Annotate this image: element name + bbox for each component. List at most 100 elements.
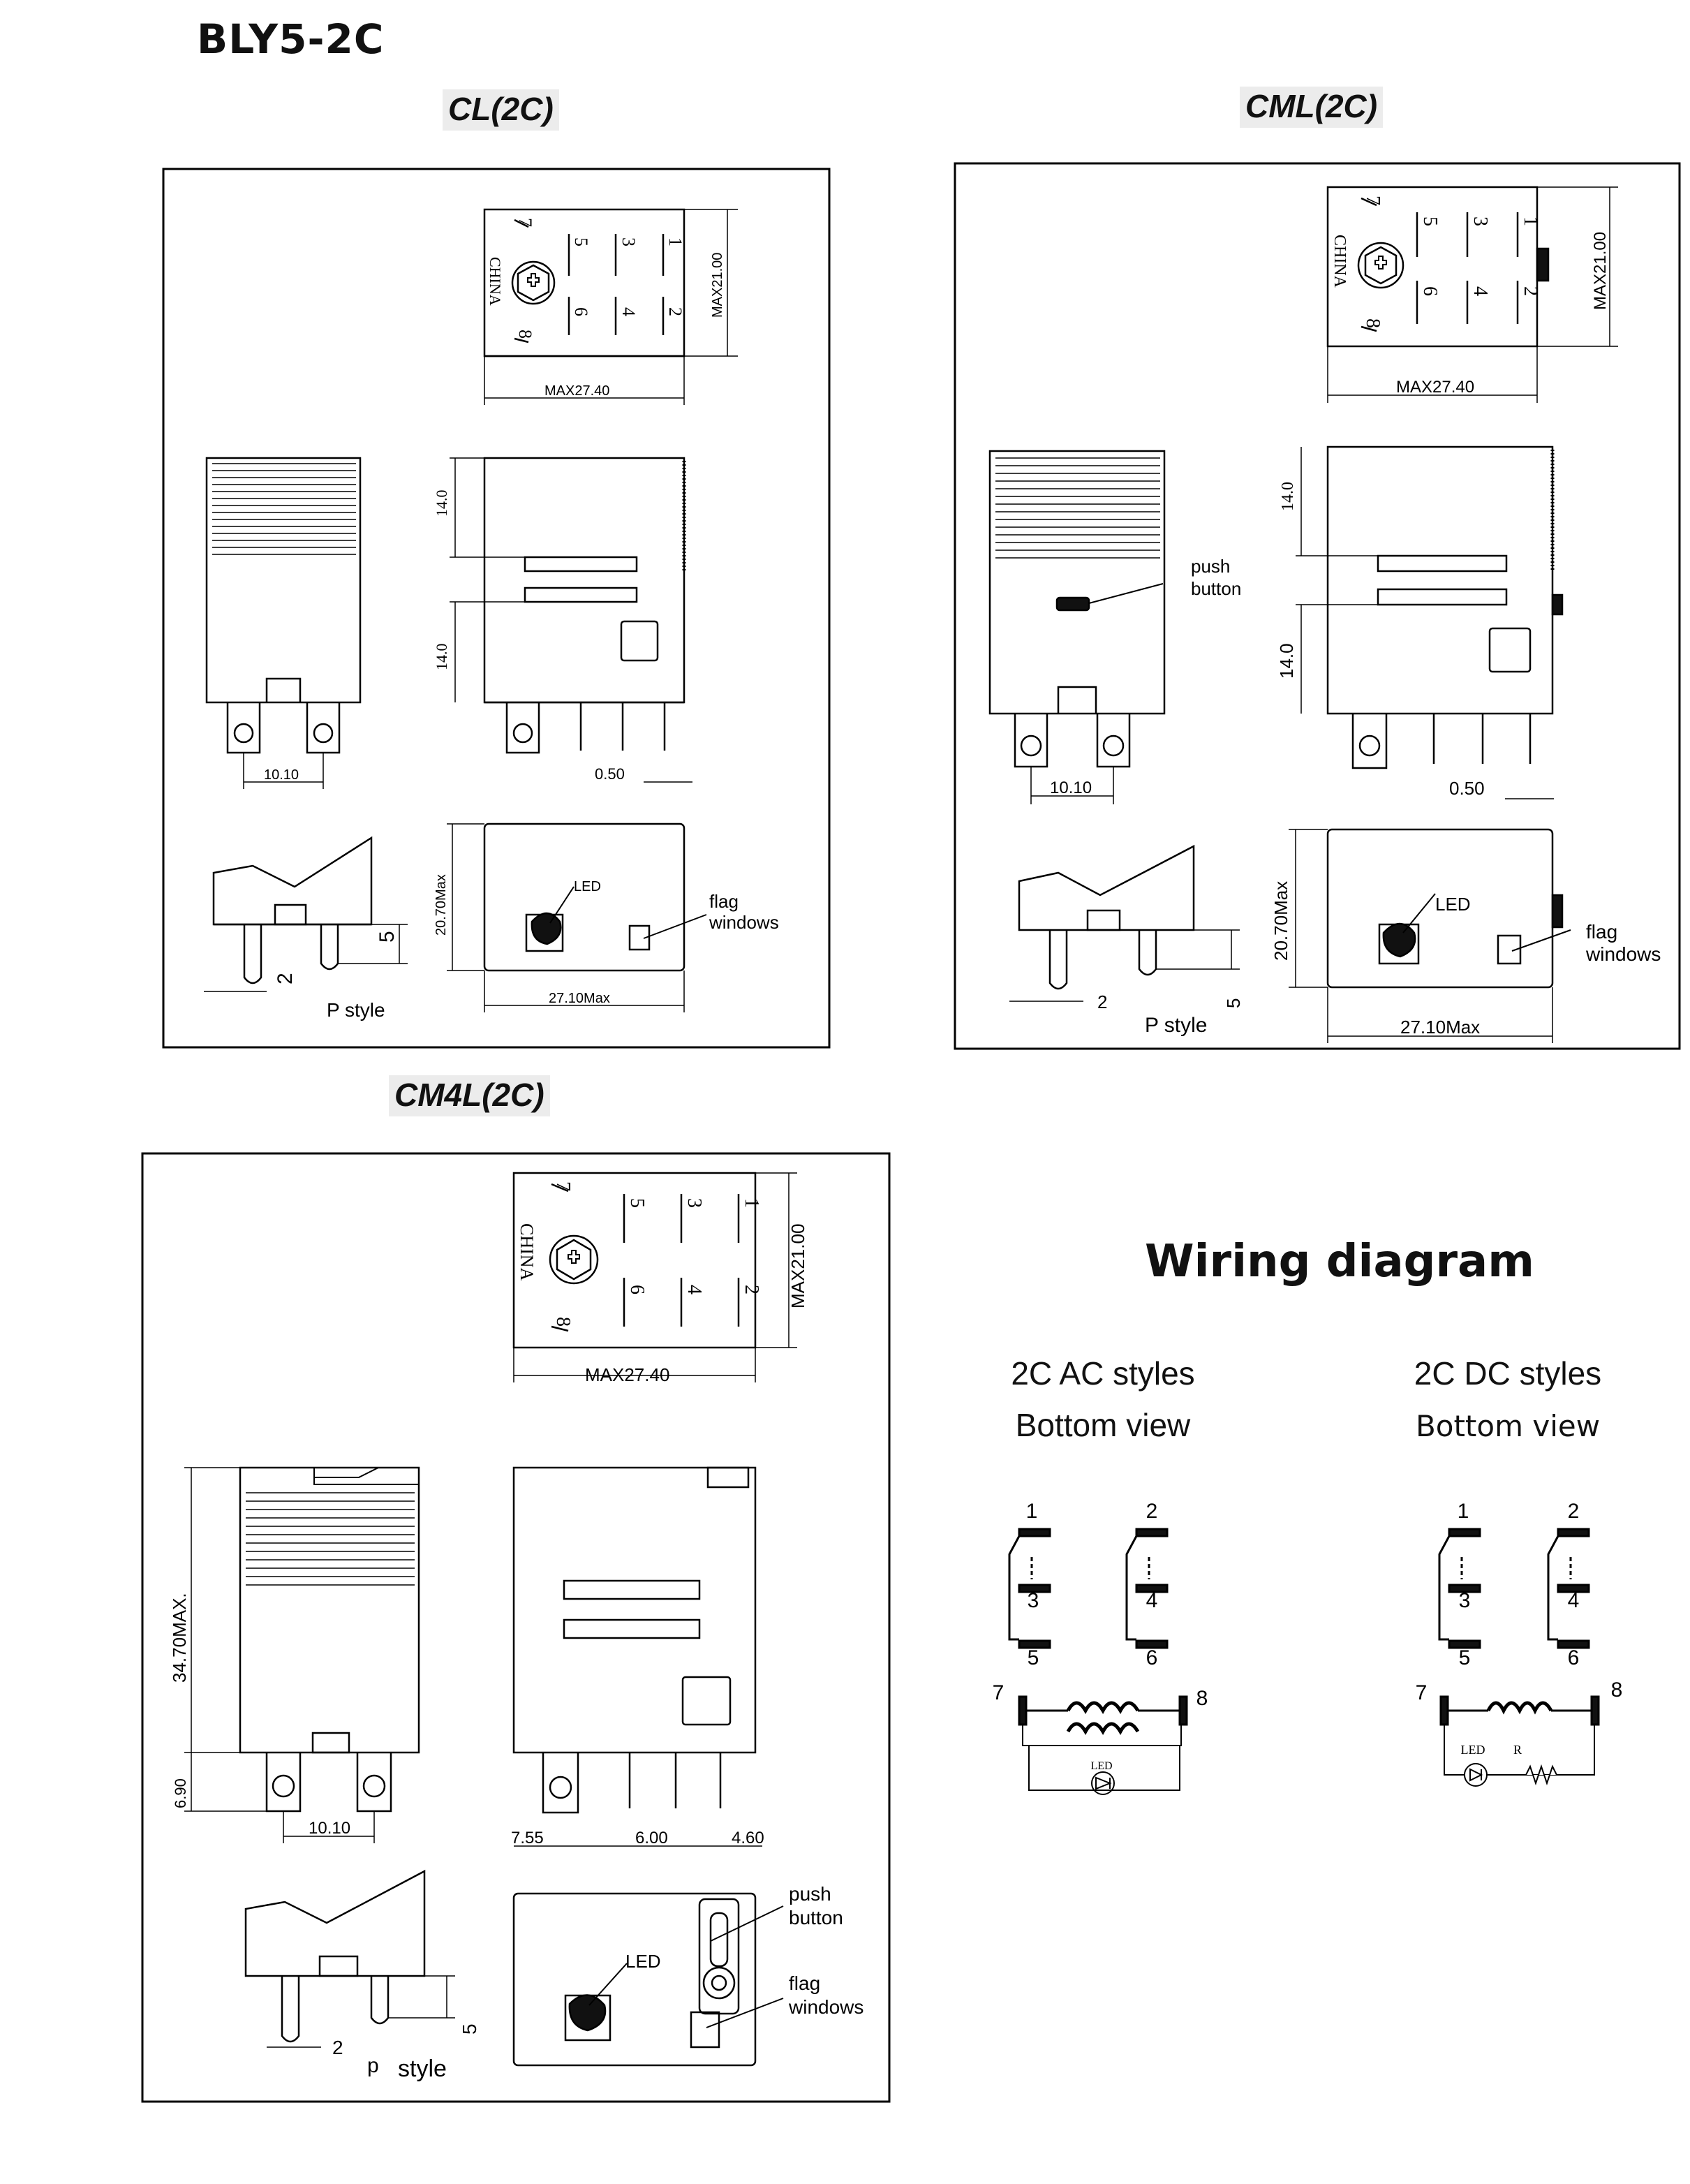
cml-pin-7: 7 xyxy=(1362,195,1384,205)
cml-pin-thickness: 0.50 xyxy=(1449,778,1485,799)
cl-style-label: P style xyxy=(327,999,385,1021)
cml-p-style-view xyxy=(1009,844,1240,1002)
dc-pin-2: 2 xyxy=(1568,1500,1580,1523)
ac-label-line2: Bottom view xyxy=(1015,1407,1191,1443)
cm4l-pin-5: 5 xyxy=(626,1198,648,1208)
cml-led-label: LED xyxy=(1435,894,1471,915)
cml-top-height-dim: MAX21.00 xyxy=(1591,232,1610,310)
dc-led-label: LED xyxy=(1461,1743,1485,1757)
ac-pin-3: 3 xyxy=(1028,1589,1039,1612)
cl-top-view xyxy=(483,208,738,405)
cml-top-width-dim: MAX27.40 xyxy=(1396,378,1474,397)
cm4l-body-height: 34.70MAX. xyxy=(169,1593,190,1683)
cl-pin-2: 2 xyxy=(665,307,685,316)
cl-pin-8: 8 xyxy=(515,330,535,339)
cml-led-view xyxy=(1289,828,1571,1043)
cm4l-pin-4: 4 xyxy=(683,1285,705,1294)
cl-pin-thickness: 0.50 xyxy=(595,765,625,783)
cl-pin-4: 4 xyxy=(618,307,639,316)
cml-pin-4: 4 xyxy=(1469,286,1491,296)
cm4l-pin-8: 8 xyxy=(552,1317,574,1327)
cm4l-flag-label-1: flag xyxy=(789,1972,820,1994)
cm4l-front-view xyxy=(184,1466,420,1843)
cml-bottom-height-dim: 20.70Max xyxy=(1270,881,1291,961)
cl-pin-pitch: 10.10 xyxy=(264,767,299,783)
dc-label-line1: 2C DC styles xyxy=(1414,1355,1602,1392)
cl-pin-6: 6 xyxy=(571,307,591,316)
cl-flag-label-1: flag xyxy=(709,891,739,912)
dc-pin-6: 6 xyxy=(1568,1646,1580,1669)
cml-side-view xyxy=(1296,445,1564,799)
cm4l-pin-6: 6 xyxy=(626,1285,648,1294)
cml-pin-5: 5 xyxy=(1419,216,1441,226)
cm4l-pin-2: 2 xyxy=(741,1285,762,1294)
cml-pin-dim-a: 5 xyxy=(1223,998,1244,1008)
cml-flag-label-2: windows xyxy=(1585,943,1661,965)
cml-dim-lower: 14.0 xyxy=(1276,643,1297,679)
cml-pin-3: 3 xyxy=(1469,216,1491,226)
cml-push-label-2: button xyxy=(1191,578,1241,599)
cml-pin-6: 6 xyxy=(1419,286,1441,296)
cml-bottom-width-dim: 27.10Max xyxy=(1400,1017,1480,1038)
ac-pin-2: 2 xyxy=(1146,1500,1158,1523)
cm4l-dim-a: 7.55 xyxy=(511,1829,544,1847)
dc-pin-5: 5 xyxy=(1459,1646,1471,1669)
dc-pin-3: 3 xyxy=(1459,1589,1471,1612)
ac-wiring-diagram: 1 2 3 4 5 6 7 8 LED xyxy=(993,1500,1208,1795)
cl-pin-dim-b: 2 xyxy=(274,973,297,984)
cml-style-label: P style xyxy=(1145,1014,1208,1037)
cml-dim-upper: 14.0 xyxy=(1279,482,1297,511)
ac-pin-4: 4 xyxy=(1146,1589,1158,1612)
cl-pin-dim-a: 5 xyxy=(376,931,399,943)
cm4l-pin-dim-a: 5 xyxy=(459,2023,480,2035)
cm4l-pin-dim-b: 2 xyxy=(332,2037,343,2058)
cm4l-style-word: style xyxy=(398,2056,447,2082)
cl-p-style-view xyxy=(204,836,408,992)
cml-front-view xyxy=(988,450,1166,804)
cm4l-led-view xyxy=(512,1892,784,2067)
cl-front-view xyxy=(205,457,362,789)
dc-resistor-label: R xyxy=(1513,1743,1522,1757)
cml-pin-8: 8 xyxy=(1362,318,1384,328)
cl-pin-7: 7 xyxy=(515,218,535,227)
cm4l-pin-7: 7 xyxy=(552,1181,574,1191)
cl-side-view xyxy=(450,457,692,783)
cml-title: CML(2C) xyxy=(1240,87,1384,128)
cl-flag-label-2: windows xyxy=(709,912,779,933)
cml-pin-pitch: 10.10 xyxy=(1050,779,1092,797)
cm4l-led-label: LED xyxy=(625,1951,661,1972)
cl-dim-upper: 14.0 xyxy=(433,490,450,517)
cm4l-pin-1: 1 xyxy=(741,1198,762,1208)
cl-title: CL(2C) xyxy=(443,89,559,131)
cm4l-top-width-dim: MAX27.40 xyxy=(585,1364,669,1385)
ac-pin-1: 1 xyxy=(1026,1500,1038,1523)
dc-pin-4: 4 xyxy=(1568,1589,1580,1612)
dc-wiring-diagram: 1 2 3 4 5 6 7 8 LED R xyxy=(1416,1500,1623,1787)
cml-flag-label-1: flag xyxy=(1586,921,1617,943)
dc-label-line2: Bottom view xyxy=(1415,1409,1601,1443)
cml-pin-2: 2 xyxy=(1520,286,1541,296)
cm4l-flag-label-2: windows xyxy=(788,1996,863,2018)
cm4l-top-view xyxy=(512,1172,797,1382)
cml-pin-dim-b: 2 xyxy=(1097,991,1107,1012)
cl-pin-3: 3 xyxy=(618,237,639,246)
cl-led-view xyxy=(447,822,707,1012)
cml-push-label-1: push xyxy=(1191,556,1230,577)
ac-pin-6: 6 xyxy=(1146,1646,1158,1669)
cm4l-side-view xyxy=(512,1466,762,1847)
cm4l-title: CM4L(2C) xyxy=(389,1075,550,1116)
cl-led-label: LED xyxy=(574,879,601,894)
cm4l-dim-b: 6.00 xyxy=(635,1829,668,1847)
cl-top-width-dim: MAX27.40 xyxy=(544,383,609,399)
cm4l-panel: CHINA 7 5 3 1 6 4 2 8 MAX21.00 MAX27.40 … xyxy=(141,1152,891,2103)
cm4l-top-height-dim: MAX21.00 xyxy=(787,1224,808,1308)
ac-pin-5: 5 xyxy=(1028,1646,1039,1669)
ac-pin-7: 7 xyxy=(993,1681,1005,1704)
cl-top-height-dim: MAX21.00 xyxy=(710,253,725,318)
cl-bottom-width-dim: 27.10Max xyxy=(549,991,610,1006)
dc-pin-7: 7 xyxy=(1416,1681,1428,1704)
dc-pin-8: 8 xyxy=(1611,1678,1623,1702)
ac-pin-8: 8 xyxy=(1196,1687,1208,1710)
wiring-title: Wiring diagram xyxy=(1145,1236,1534,1287)
cm4l-push-label-1: push xyxy=(789,1883,831,1905)
